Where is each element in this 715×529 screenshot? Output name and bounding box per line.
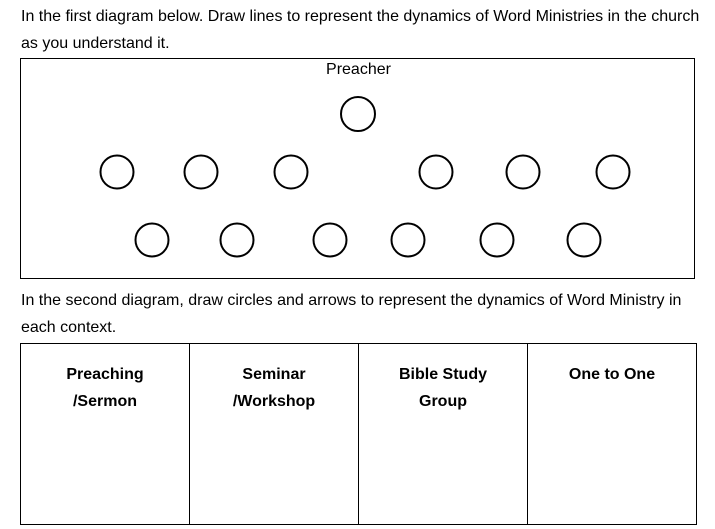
contexts-table: Preaching /Sermon Seminar /Workshop Bibl… [20,343,697,525]
member-circle [390,222,426,258]
context-label: Seminar /Workshop [232,366,316,410]
member-circle [505,154,541,190]
context-label: Bible Study Group [398,366,487,410]
member-circle [219,222,255,258]
member-circles [99,96,631,258]
member-circle [134,222,170,258]
member-circle [312,222,348,258]
preacher-label: Preacher [326,61,391,78]
instruction-second: In the second diagram, draw circles and … [21,292,682,336]
member-circle [273,154,309,190]
member-circle [566,222,602,258]
context-label: Preaching /Sermon [66,366,144,410]
context-label: One to One [568,366,656,383]
member-circle [418,154,454,190]
context-cell-preaching[interactable]: Preaching /Sermon [20,343,190,525]
context-cell-bible-study[interactable]: Bible Study Group [358,343,528,525]
word-ministries-diagram: Preacher [20,58,695,279]
contexts-row: Preaching /Sermon Seminar /Workshop Bibl… [20,343,697,525]
preacher-circle [340,96,376,132]
member-circle [479,222,515,258]
context-cell-one-to-one[interactable]: One to One [527,343,697,525]
instruction-first: In the first diagram below. Draw lines t… [21,8,700,52]
member-circle [595,154,631,190]
member-circle [99,154,135,190]
member-circle [183,154,219,190]
context-cell-seminar[interactable]: Seminar /Workshop [189,343,359,525]
